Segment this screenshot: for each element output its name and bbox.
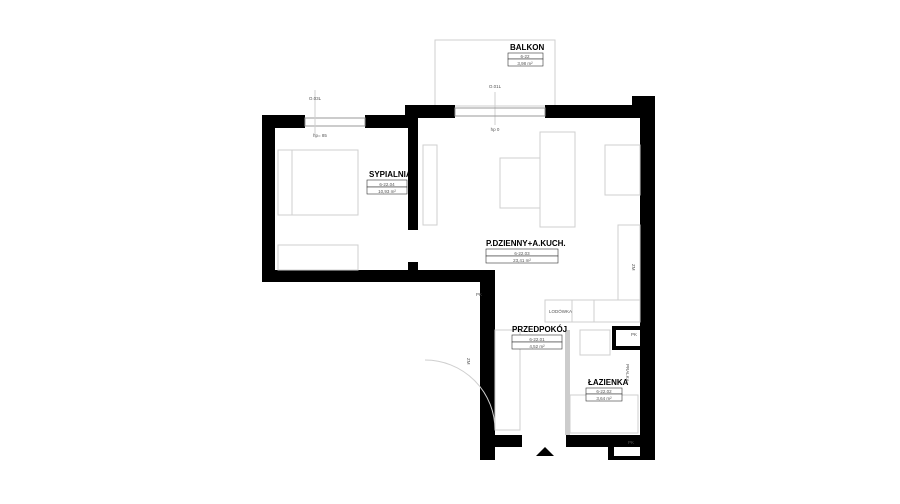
balcony-door bbox=[454, 107, 546, 117]
hall-wardrobe bbox=[494, 329, 521, 431]
furniture bbox=[277, 131, 641, 456]
przedpokoj-code: 6-22.01 bbox=[529, 337, 545, 342]
balcony-door-sill: hp 0 bbox=[491, 127, 500, 132]
sypialnia-name: SYPIALNIA bbox=[369, 170, 412, 179]
lodowka-label: LODÓWKA bbox=[549, 308, 572, 314]
sypialnia-area: 10,93 m² bbox=[378, 189, 396, 194]
przedpokoj-name: PRZEDPOKÓJ bbox=[512, 325, 567, 334]
wardrobe bbox=[277, 244, 359, 271]
pralka-label: PRALKA bbox=[625, 364, 630, 382]
dzienny-area: 23,41 m² bbox=[513, 258, 531, 263]
balkon-area-box bbox=[507, 58, 544, 67]
zm-label-hall: ZM bbox=[466, 358, 471, 365]
room-sypialnia: SYPIALNIA 6-22.04 10,93 m² bbox=[366, 170, 412, 195]
bed bbox=[277, 149, 359, 216]
room-dzienny: P.DZIENNY+A.KUCH. 6-22.03 23,41 m² bbox=[485, 239, 566, 264]
balkon-area: 3,98 m² bbox=[517, 61, 533, 66]
door-swing bbox=[424, 359, 496, 431]
balcony-door-label: O.01L bbox=[489, 84, 502, 89]
zm-label-kitchen: ZM bbox=[631, 264, 636, 271]
lazienka-area: 3,64 m² bbox=[596, 396, 612, 401]
dining-table bbox=[604, 144, 641, 196]
pk-shaft-label: PK bbox=[631, 332, 637, 337]
dzienny-code: 6-22.03 bbox=[514, 251, 530, 256]
washbasin bbox=[579, 329, 611, 356]
entrance-arrow bbox=[536, 447, 554, 456]
pk-bottom-label: PK bbox=[628, 440, 634, 445]
balkon-name: BALKON bbox=[510, 43, 544, 52]
tv-unit bbox=[422, 144, 438, 226]
balkon-code: 6-22 bbox=[520, 54, 530, 59]
room-lazienka: ŁAZIENKA 6-22.02 3,64 m² bbox=[585, 378, 629, 402]
bedroom-window-sill: hp= 85 bbox=[313, 133, 327, 138]
bedroom-window-label: O.03L bbox=[309, 96, 322, 101]
pk-label: PK bbox=[476, 292, 482, 297]
lazienka-code: 6-22.02 bbox=[596, 389, 612, 394]
walls bbox=[262, 96, 655, 460]
cooktop bbox=[571, 299, 595, 323]
sypialnia-code: 6-22.04 bbox=[379, 182, 395, 187]
przedpokoj-area: 4,52 m² bbox=[529, 344, 545, 349]
coffee-table bbox=[499, 157, 541, 209]
lazienka-name: ŁAZIENKA bbox=[588, 378, 629, 387]
room-przedpokoj: PRZEDPOKÓJ 6-22.01 4,52 m² bbox=[511, 325, 567, 350]
bathroom-partition bbox=[565, 330, 570, 435]
sofa bbox=[539, 131, 576, 228]
dzienny-name: P.DZIENNY+A.KUCH. bbox=[486, 239, 566, 248]
bedroom-window bbox=[304, 90, 366, 135]
kitchen-counter bbox=[617, 224, 641, 301]
